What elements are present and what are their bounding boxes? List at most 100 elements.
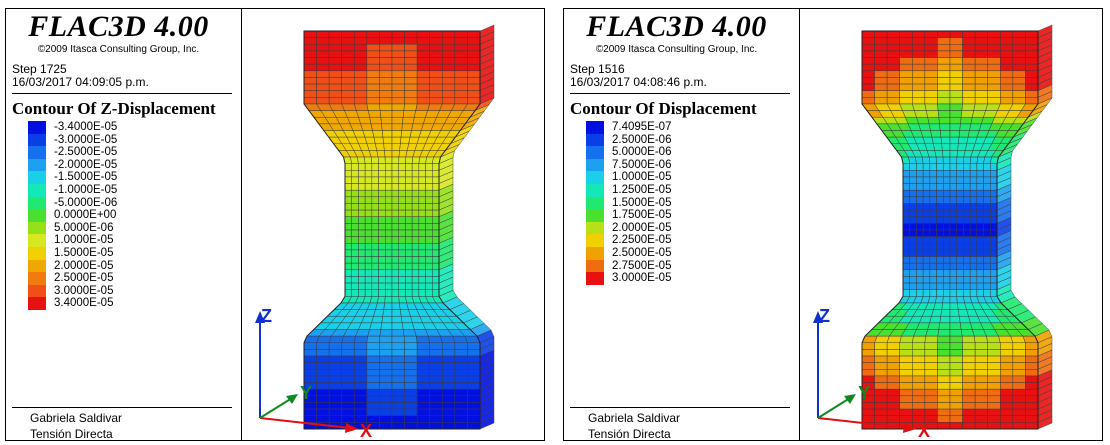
copyright-notice: ©2009 Itasca Consulting Group, Inc. <box>595 44 758 55</box>
legend-swatch <box>586 183 604 197</box>
right-legend-box: FLAC3D 4.00 ©2009 Itasca Consulting Grou… <box>563 8 800 441</box>
legend-swatch <box>586 259 604 273</box>
test-name-label: Tensión Directa <box>588 427 671 441</box>
legend-swatch <box>28 196 46 210</box>
specimen-outline <box>303 30 481 430</box>
legend-swatch <box>28 246 46 260</box>
legend-label: 1.2500E-05 <box>612 183 672 196</box>
right-plot-panel: FLAC3D 4.00 ©2009 Itasca Consulting Grou… <box>558 0 1110 445</box>
legend-label: 7.4095E-07 <box>612 121 672 133</box>
legend-swatch <box>586 196 604 210</box>
app-title: FLAC3D 4.00 <box>586 10 767 43</box>
legend-swatch <box>28 259 46 273</box>
y-axis-label: Y <box>300 383 312 403</box>
legend-swatch <box>28 121 46 134</box>
legend-label: 1.5000E-05 <box>612 196 672 209</box>
datetime-label: 16/03/2017 04:09:05 p.m. <box>12 75 149 89</box>
legend-label: 3.0000E-05 <box>54 284 114 297</box>
divider <box>12 407 232 408</box>
legend-label: 2.5000E-05 <box>612 246 672 259</box>
step-label: Step 1725 <box>12 62 67 76</box>
legend-label: 5.0000E-06 <box>54 221 114 234</box>
legend-label: -2.5000E-05 <box>54 146 118 159</box>
legend-swatch <box>28 158 46 172</box>
x-axis-line <box>817 417 909 429</box>
legend-label: 1.0000E-05 <box>612 171 672 184</box>
legend-swatch <box>586 121 604 134</box>
legend-swatch <box>586 246 604 260</box>
x-axis-label: X <box>360 421 372 440</box>
left-legend-box: FLAC3D 4.00 ©2009 Itasca Consulting Grou… <box>5 8 242 441</box>
legend-swatch <box>28 183 46 197</box>
legend-label: 0.0000E+00 <box>54 209 117 222</box>
legend-swatch <box>586 171 604 184</box>
specimen-model <box>303 24 495 430</box>
x-axis-line <box>259 417 351 429</box>
legend-swatch <box>586 146 604 159</box>
legend-label: 1.5000E-05 <box>54 246 114 259</box>
specimen-model <box>861 24 1053 430</box>
legend-swatch <box>28 297 46 310</box>
z-axis-label: Z <box>819 306 830 326</box>
author-label: Gabriela Saldivar <box>588 411 681 425</box>
contour-title: Contour Of Z-Displacement <box>12 99 216 118</box>
divider <box>570 407 790 408</box>
legend-label: -3.4000E-05 <box>54 121 118 133</box>
author-label: Gabriela Saldivar <box>30 411 123 425</box>
divider <box>570 93 790 94</box>
legend-swatch <box>28 234 46 247</box>
legend-swatch <box>28 272 46 285</box>
legend-swatch <box>586 221 604 235</box>
legend-swatch <box>28 171 46 184</box>
legend-label: 2.5000E-05 <box>54 272 114 285</box>
legend-swatch <box>586 234 604 247</box>
legend-label: 2.0000E-05 <box>54 259 114 272</box>
contour-title: Contour Of Displacement <box>570 99 757 118</box>
y-axis-arrow <box>844 394 856 404</box>
x-axis-label: X <box>918 421 930 440</box>
legend-label: 2.7500E-05 <box>612 259 672 272</box>
legend-swatch <box>586 133 604 147</box>
legend-swatch <box>28 146 46 159</box>
x-axis-arrow <box>345 423 358 433</box>
legend-label: -1.5000E-05 <box>54 171 118 184</box>
legend-swatch <box>28 133 46 147</box>
datetime-label: 16/03/2017 04:08:46 p.m. <box>570 75 707 89</box>
step-label: Step 1516 <box>570 62 625 76</box>
legend-swatch <box>586 209 604 222</box>
axes-triad: Z X Y <box>813 306 930 440</box>
legend-swatch <box>28 284 46 298</box>
legend-label: 2.5000E-06 <box>612 133 672 146</box>
legend-label: 3.4000E-05 <box>54 297 114 310</box>
right-model-view: Z X Y <box>799 8 1103 441</box>
left-plot-panel: FLAC3D 4.00 ©2009 Itasca Consulting Grou… <box>0 0 550 445</box>
left-model-view: Z X Y <box>241 8 545 441</box>
legend-label: 2.2500E-05 <box>612 234 672 247</box>
y-axis-line <box>259 397 293 419</box>
legend-label: -1.0000E-05 <box>54 183 118 196</box>
test-name-label: Tensión Directa <box>30 427 113 441</box>
y-axis-arrow <box>286 394 298 404</box>
legend-label: 3.0000E-05 <box>612 272 672 285</box>
app-title: FLAC3D 4.00 <box>28 10 209 43</box>
copyright-notice: ©2009 Itasca Consulting Group, Inc. <box>37 44 200 55</box>
x-axis-arrow <box>903 423 916 433</box>
legend-label: 1.0000E-05 <box>54 234 114 247</box>
y-axis-label: Y <box>858 383 870 403</box>
legend-swatch <box>28 209 46 222</box>
z-axis-label: Z <box>261 306 272 326</box>
legend-swatch <box>28 221 46 235</box>
divider <box>12 93 232 94</box>
legend-swatch <box>586 158 604 172</box>
axes-triad: Z X Y <box>255 306 372 440</box>
legend-label: 1.7500E-05 <box>612 209 672 222</box>
legend-swatch <box>586 272 604 285</box>
legend-label: -3.0000E-05 <box>54 133 118 146</box>
legend-label: -5.0000E-06 <box>54 196 118 209</box>
legend-label: 2.0000E-05 <box>612 221 672 234</box>
legend-label: -2.0000E-05 <box>54 158 118 171</box>
legend-label: 7.5000E-06 <box>612 158 672 171</box>
y-axis-line <box>817 397 851 419</box>
z-axis-arrow <box>255 311 265 323</box>
legend-label: 5.0000E-06 <box>612 146 672 159</box>
